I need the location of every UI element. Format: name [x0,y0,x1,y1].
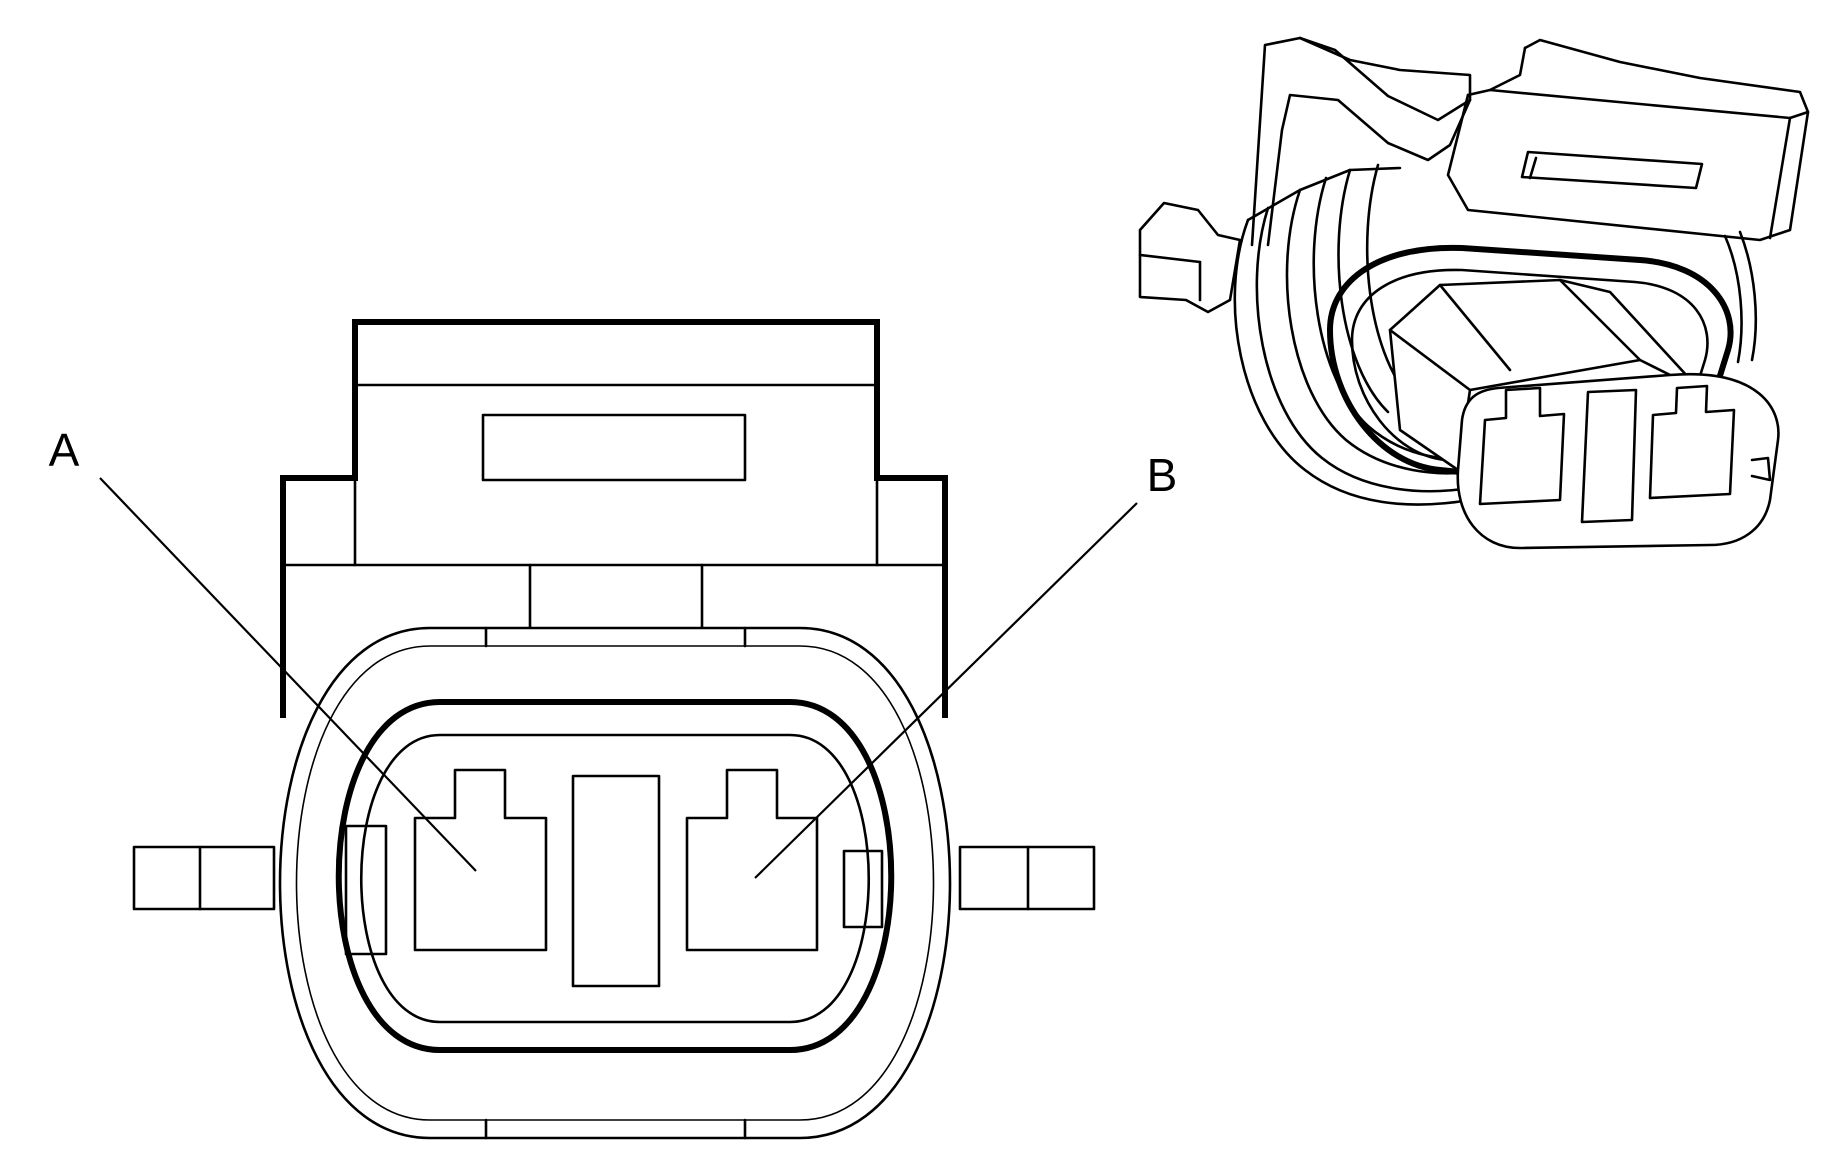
callout-a-label: A [49,424,80,476]
left-mounting-tab [132,845,276,911]
callout-a-leader [99,477,477,872]
seal-ring [335,699,895,1053]
callout-b-label: B [1147,449,1178,501]
seal-ring-inner [360,733,870,1024]
lock-release-slot [481,413,747,482]
left-key [344,824,388,956]
outer-shell [278,626,952,1140]
iso-center-divider [1580,388,1638,524]
outer-shell-inner-edge [295,645,935,1121]
terminal-a-cavity [413,768,548,952]
iso-terminal-face [1456,372,1780,550]
lock-housing [280,319,948,718]
iso-side-tab [1138,201,1242,314]
connector-isometric-view [1138,36,1810,550]
connector-face-view: A B [49,319,1178,1140]
right-key [842,849,884,929]
iso-terminal-insert [1388,278,1702,472]
iso-terminal-a [1478,386,1566,506]
center-divider [571,774,661,988]
iso-seal-ring [1326,244,1734,492]
iso-face-right-notch [1750,456,1772,482]
iso-lock-latch [1250,36,1810,247]
callout-b-leader [754,502,1138,879]
terminal-b-cavity [685,768,819,952]
iso-terminal-b [1648,384,1736,500]
shell-bottom-notch [484,1118,747,1140]
right-mounting-tab [958,845,1096,911]
shell-top-notch [484,626,747,648]
